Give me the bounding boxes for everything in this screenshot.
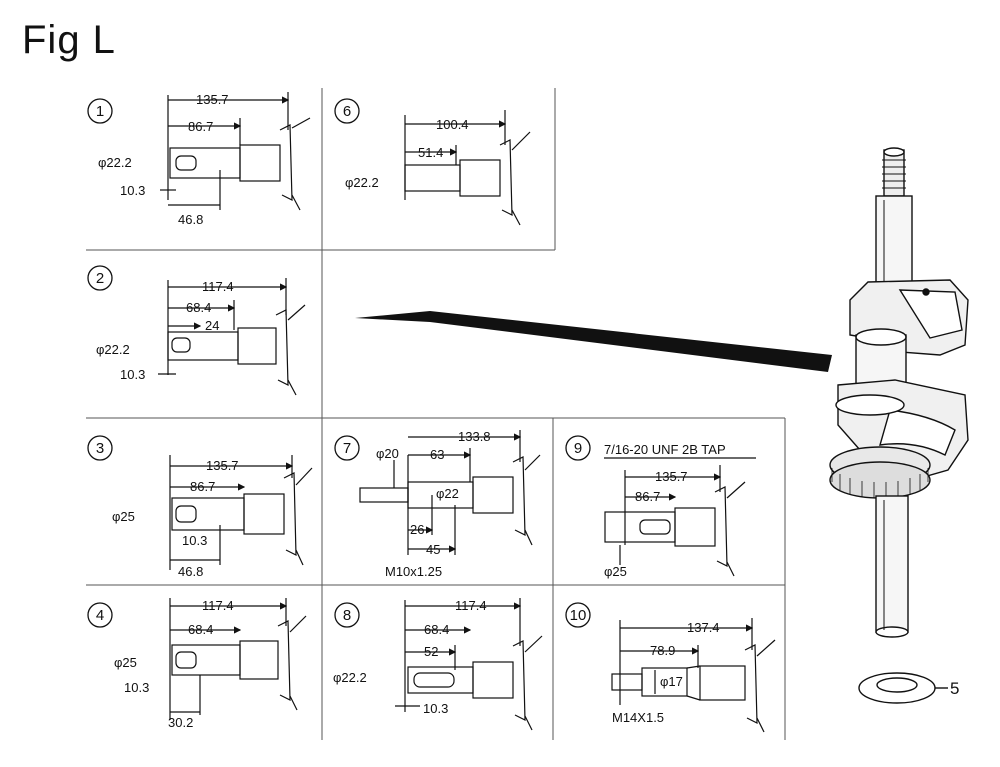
panel-3: 3 135.7 86.7 φ25 10.3 46.8 [87,435,313,579]
panel-number: 3 [96,440,104,457]
dim-label: φ22.2 [333,670,367,685]
panel-number: 9 [574,440,582,457]
dim-label: 46.8 [178,564,203,579]
panel-8: 8 117.4 68.4 52 φ22.2 10.3 [333,598,543,731]
dim-label: 63 [430,447,444,462]
dim-label: 135.7 [196,92,229,107]
panel-1: 1 135.7 86.7 φ22.2 10.3 46.8 [87,92,311,227]
dim-label: 117.4 [202,279,234,294]
panel-number-circle [334,435,360,461]
panel-number-circle [565,435,591,461]
panel-number: 10 [570,607,587,624]
panel-number: 6 [343,103,351,120]
dim-label: 117.4 [455,598,487,613]
dim-label: 51.4 [418,145,443,160]
dim-label: φ17 [660,674,683,689]
grid-lines [86,88,786,740]
dim-label: φ22.2 [96,342,130,357]
dim-label: 10.3 [120,367,145,382]
dim-label: 24 [205,318,219,333]
dim-label: φ22 [436,486,459,501]
dim-label: 10.3 [120,183,145,198]
dim-label: 86.7 [190,479,215,494]
dim-label: 135.7 [206,458,239,473]
dim-label: 86.7 [188,119,213,134]
dim-label: φ25 [604,564,627,579]
panel-number-circle [87,435,113,461]
dim-label: φ25 [114,655,137,670]
panel-number-circle [334,98,360,124]
dim-label: 133.8 [458,429,491,444]
figure-title: Fig L [22,18,116,62]
dim-label: 78.9 [650,643,675,658]
dim-label: φ20 [376,446,399,461]
panel-number-circle [87,98,113,124]
panel-2: 2 117.4 68.4 24 φ22.2 10.3 [87,265,306,396]
dim-label: 45 [426,542,440,557]
dim-label: M14X1.5 [612,710,664,725]
panel-number-circle [87,602,113,628]
dim-label: 7/16-20 UNF 2B TAP [604,442,726,457]
panel-number: 4 [96,607,104,624]
dim-label: 10.3 [124,680,149,695]
dim-label: M10x1.25 [385,564,442,579]
callout-number: 5 [950,679,959,698]
dim-label: 100.4 [436,117,469,132]
dim-label: 10.3 [423,701,448,716]
panel-number-circle [565,602,591,628]
dim-label: φ25 [112,509,135,524]
dim-label: 30.2 [168,715,193,730]
panel-4: 4 117.4 68.4 φ25 10.3 30.2 [87,598,307,730]
panel-10: 10 137.4 78.9 φ17 M14X1.5 [565,602,776,733]
dim-label: 68.4 [186,300,211,315]
crankshaft-illustration [829,147,969,704]
dim-label: 137.4 [687,620,720,635]
panel-number: 1 [96,103,104,120]
dim-label: 68.4 [188,622,213,637]
dim-label: 86.7 [635,489,660,504]
panel-number: 2 [96,270,104,287]
panel-number-circle [87,265,113,291]
panel-number: 7 [343,440,351,457]
dim-label: 117.4 [202,598,234,613]
dim-label: φ22.2 [345,175,379,190]
panel-number-circle [334,602,360,628]
pointer-arrow [355,311,832,372]
panel-number: 8 [343,607,351,624]
dim-label: 52 [424,644,438,659]
dim-label: 26 [410,522,424,537]
panel-9: 9 7/16-20 UNF 2B TAP 135.7 86.7 φ25 [565,435,756,579]
panel-6: 6 100.4 51.4 φ22.2 [334,98,531,226]
panel-7: 7 133.8 63 φ20 φ22 26 45 M10x1.25 [334,429,541,579]
dim-label: 46.8 [178,212,203,227]
dim-label: 10.3 [182,533,207,548]
dim-label: 68.4 [424,622,449,637]
dim-label: 135.7 [655,469,688,484]
dim-label: φ22.2 [98,155,132,170]
